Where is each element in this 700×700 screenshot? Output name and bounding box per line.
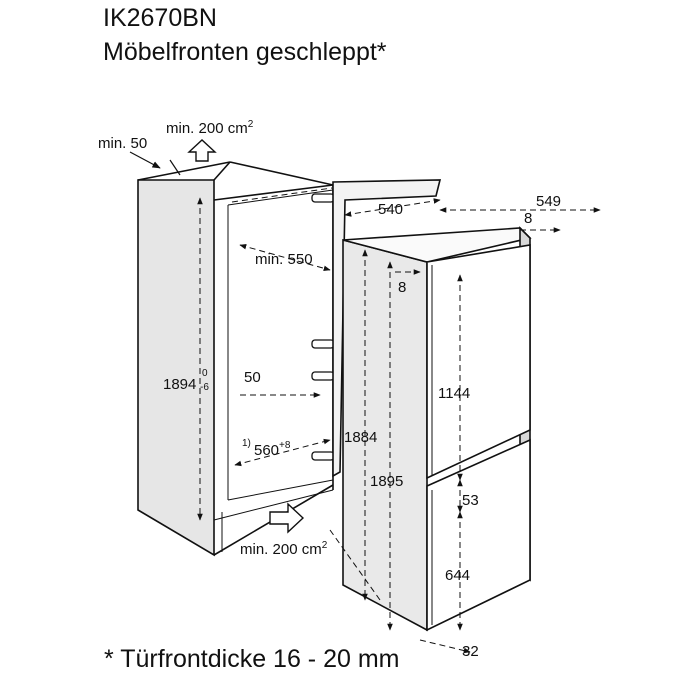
label-appliance-height: 1884 (344, 429, 377, 446)
vent-arrow-top (187, 139, 217, 162)
label-lower-door-height: 644 (445, 567, 470, 584)
label-bottom-gap: 32 (462, 643, 479, 660)
label-niche-height: 1894 (163, 376, 196, 393)
label-upper-door-height: 1144 (438, 385, 470, 402)
label-vent-top-min-depth: min. 50 (98, 135, 147, 152)
min-50-marker (129, 151, 181, 176)
label-vent-top-area: min. 200 cm2 (166, 119, 254, 137)
label-niche-height-tol-upper: 0 (202, 368, 208, 379)
label-niche-height-tol-lower: -6 (200, 382, 209, 393)
label-total-depth: 549 (536, 193, 561, 210)
label-niche-width: 560+8 (254, 440, 291, 459)
label-vent-bottom-area: min. 200 cm2 (240, 540, 328, 558)
model-title: IK2670BN (103, 4, 217, 32)
footnote: * Türfrontdicke 16 - 20 mm (104, 645, 400, 673)
vent-arrow-bottom (269, 502, 305, 534)
subtitle: Möbelfronten geschleppt* (103, 38, 387, 66)
niche-cabinet (137, 161, 334, 557)
label-door-gap-side: 8 (398, 279, 406, 296)
label-door-gap-middle: 53 (462, 492, 479, 509)
label-appliance-width: 540 (378, 201, 403, 218)
dimension-lines (197, 187, 601, 654)
hinges (311, 193, 335, 461)
label-top-gap: 8 (524, 210, 532, 227)
label-total-height: 1895 (370, 473, 403, 490)
label-niche-depth-min: min. 550 (255, 251, 313, 268)
label-niche-width-note: 1) (242, 438, 251, 449)
label-plinth-offset: 50 (244, 369, 261, 386)
